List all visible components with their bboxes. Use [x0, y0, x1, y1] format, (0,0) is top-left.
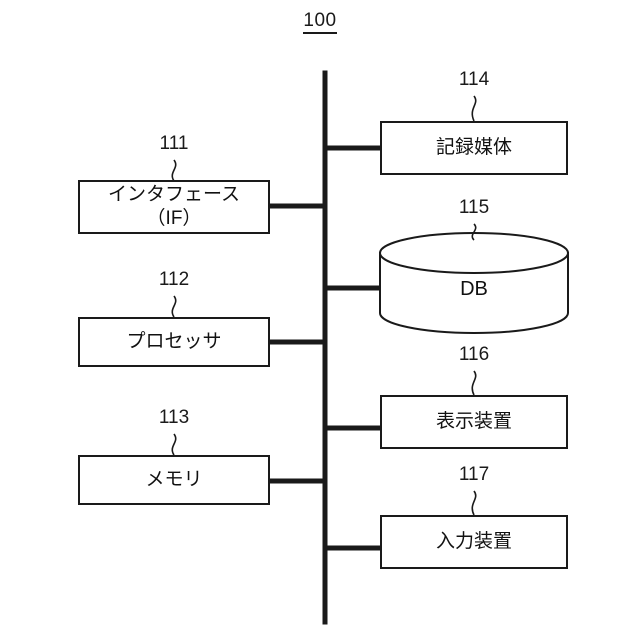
node-processor[interactable]: プロセッサ — [78, 317, 270, 367]
ref-number-114: 114 — [458, 69, 490, 90]
ref-number-117: 117 — [458, 464, 490, 485]
node-interface-label: インタフェース — [107, 183, 241, 205]
leader-114 — [471, 95, 477, 122]
node-input-device-label: 入力装置 — [435, 530, 512, 552]
node-processor-label: プロセッサ — [126, 330, 222, 352]
leader-113 — [171, 433, 177, 456]
leader-117 — [471, 490, 477, 516]
leader-111 — [171, 159, 177, 182]
node-recording-medium[interactable]: 記録媒体 — [380, 121, 568, 175]
node-memory-label: メモリ — [145, 468, 203, 490]
node-interface-sublabel: （IF） — [146, 208, 202, 229]
ref-number-115: 115 — [458, 197, 490, 218]
node-display-device[interactable]: 表示装置 — [380, 395, 568, 449]
node-memory[interactable]: メモリ — [78, 455, 270, 505]
node-display-device-label: 表示装置 — [435, 410, 512, 432]
ref-number-113: 113 — [158, 407, 190, 428]
leader-116 — [471, 370, 477, 396]
figure-number-text: 100 — [303, 10, 337, 34]
database-cylinder — [379, 232, 569, 334]
node-database-label: DB — [460, 278, 488, 300]
ref-number-111: 111 — [159, 133, 189, 154]
node-input-device[interactable]: 入力装置 — [380, 515, 568, 569]
leader-112 — [171, 295, 177, 318]
ref-number-112: 112 — [158, 269, 190, 290]
ref-number-116: 116 — [458, 344, 490, 365]
figure-number: 100 — [0, 10, 640, 34]
node-recording-medium-label: 記録媒体 — [435, 136, 512, 158]
leader-115 — [471, 223, 477, 241]
node-interface[interactable]: インタフェース （IF） — [78, 180, 270, 234]
